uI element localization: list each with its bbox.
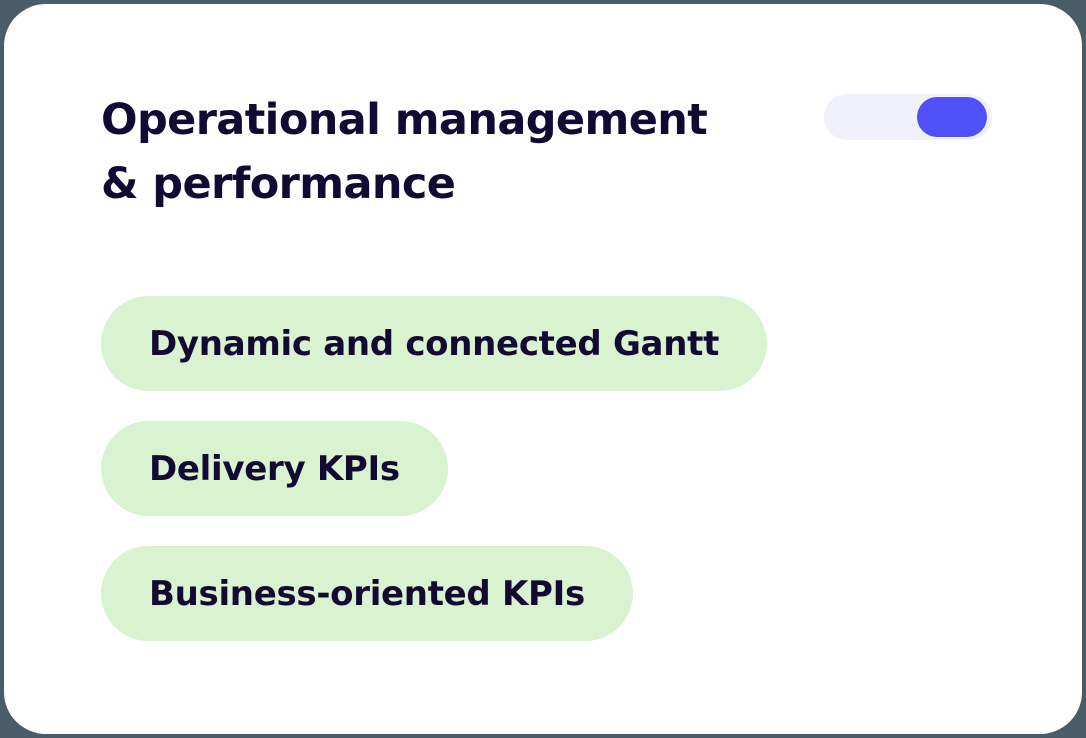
section-toggle[interactable] [824, 94, 992, 140]
list-item[interactable]: Delivery KPIs [101, 421, 448, 516]
card-header: Operational management & performance [101, 88, 992, 216]
page-title: Operational management & performance [101, 95, 708, 209]
feature-pill-label: Dynamic and connected Gantt [149, 323, 720, 364]
feature-pill-list: Dynamic and connected Gantt Delivery KPI… [101, 296, 768, 641]
feature-pill-label: Business-oriented KPIs [149, 573, 585, 614]
list-item[interactable]: Business-oriented KPIs [101, 546, 633, 641]
feature-pill-label: Delivery KPIs [149, 448, 400, 489]
toggle-container [824, 94, 992, 140]
feature-card: Operational management & performance Dyn… [4, 4, 1082, 734]
toggle-knob-icon [917, 97, 987, 137]
list-item[interactable]: Dynamic and connected Gantt [101, 296, 768, 391]
